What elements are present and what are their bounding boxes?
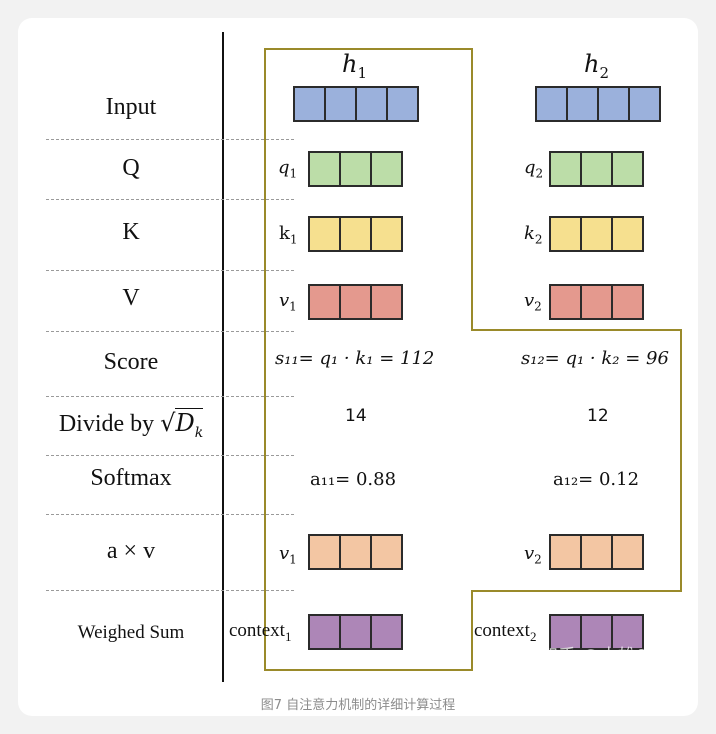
row-label-weighed-sum: Weighed Sum (77, 622, 185, 643)
input-vector-h2 (535, 86, 661, 122)
row-label-divide: Divide by √Dk (40, 408, 222, 441)
context2-label: context2 (474, 620, 537, 644)
v-vector-h2 (549, 284, 644, 320)
row-separator (46, 270, 294, 271)
divide-label-text: Divide by (58, 411, 155, 437)
context-vector-h1 (308, 614, 403, 650)
row-separator (46, 331, 294, 332)
q-vector-h2 (549, 151, 644, 187)
row-label-score: Score (103, 349, 159, 375)
context-vector-h2 (549, 614, 644, 650)
softmax-h1: a₁₁= 0.88 (310, 469, 397, 490)
av2-label: v2 (524, 543, 542, 567)
row-label-axv: a × v (106, 538, 156, 564)
row-label-v: V (122, 285, 140, 311)
k-vector-h1 (308, 216, 403, 252)
sqrt-symbol: √ (160, 409, 176, 437)
row-label-q: Q (122, 155, 140, 181)
row-separator (46, 514, 294, 515)
input-vector-h1 (293, 86, 419, 122)
vertical-divider (222, 32, 224, 682)
row-label-softmax: Softmax (90, 465, 172, 491)
row-label-k: K (122, 219, 140, 245)
q2-label: q2 (524, 157, 544, 181)
q-vector-h1 (308, 151, 403, 187)
header-h2: h2 (584, 50, 610, 82)
k1-label: k1 (279, 223, 298, 247)
v-vector-h1 (308, 284, 403, 320)
divide-value-h2: 12 (587, 406, 609, 426)
sqrt-operand: Dk (175, 408, 204, 441)
row-label-input: Input (105, 94, 157, 120)
v1-label: v1 (279, 290, 297, 314)
figure-caption: 图7 自注意力机制的详细计算过程 (260, 698, 456, 713)
row-separator (46, 590, 294, 591)
v2-label: v2 (524, 290, 542, 314)
watermark: 知乎 @大雄007 (540, 646, 671, 667)
row-separator (46, 139, 294, 140)
av-vector-h1 (308, 534, 403, 570)
k-vector-h2 (549, 216, 644, 252)
q1-label: q1 (278, 157, 298, 181)
divide-value-h1: 14 (345, 406, 367, 426)
score-h2: s₁₂= q₁ · k₂ = 96 (521, 348, 669, 369)
context1-label: context1 (229, 620, 292, 644)
row-separator (46, 455, 294, 456)
score-h1: s₁₁= q₁ · k₁ = 112 (275, 348, 435, 369)
av1-label: v1 (279, 543, 297, 567)
k2-label: k2 (524, 223, 543, 247)
av-vector-h2 (549, 534, 644, 570)
softmax-h2: a₁₂= 0.12 (553, 469, 640, 490)
diagram-card (18, 18, 698, 716)
row-separator (46, 396, 294, 397)
header-h1: h1 (342, 50, 368, 82)
row-separator (46, 199, 294, 200)
